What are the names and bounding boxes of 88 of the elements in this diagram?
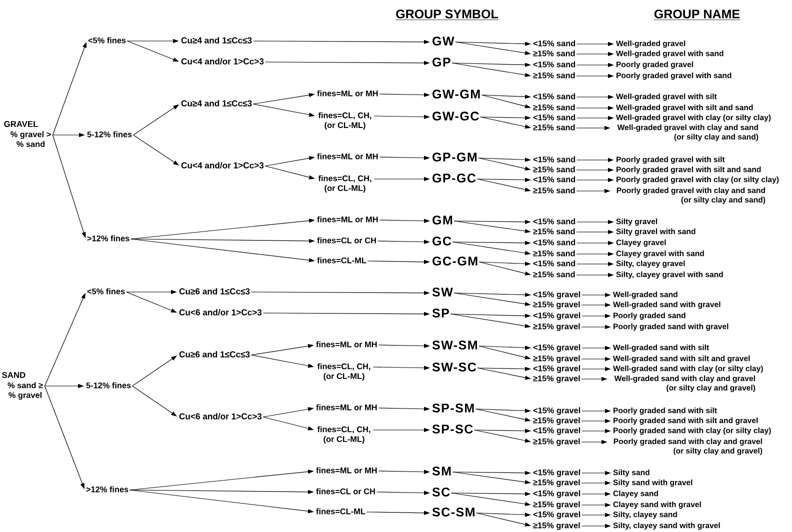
group-symbol: GP-GC [432,174,476,182]
criterion-text: <5% fines [87,288,125,294]
criterion-text: ≥15% gravel [533,417,580,425]
group-symbol: SM [432,466,451,476]
criterion-text: <15% gravel [533,427,580,435]
criterion-text: <15% gravel [533,469,580,477]
criterion-text: Cu<4 and/or 1>Cc>3 [181,162,264,168]
group-symbol: SP [432,308,449,318]
criterion-text: ≥15% gravel [533,438,580,446]
criterion-text: ≥15% gravel [533,501,580,509]
group-symbol: SW [432,288,453,296]
group-symbol: SP-SM [432,404,474,412]
criterion-text: fines=CL, CH, (or CL-ML) [317,426,370,444]
criterion-text: fines=CL, CH, (or CL-ML) [318,112,372,130]
criterion-text: <15% gravel [533,407,580,415]
criterion-text: % sand ≥ % gravel [8,382,43,400]
group-symbol: GW [432,36,454,46]
group-symbol: SW-SC [432,362,476,372]
group-symbol: SP-SC [432,424,473,434]
group-symbol: GW-GM [432,90,480,98]
criterion-text: ≥15% sand [533,124,575,130]
criterion-text: fines=CL-ML [316,508,366,514]
criterion-text: <15% sand [533,156,576,162]
criterion-text: % gravel > % sand [10,131,51,148]
group-symbol: SC-SM [432,508,474,516]
criterion-text: fines=ML or MH [317,153,378,160]
criterion-text: ≥15% gravel [533,323,580,331]
criterion-text: 5-12% fines [87,131,132,138]
criterion-text: fines=ML or MH [316,341,377,348]
criterion-text: ≥15% sand [533,250,575,256]
column-header: GROUP NAME [654,10,740,20]
criterion-text: <15% gravel [533,490,580,498]
criterion-text: fines=CL, CH, (or CL-ML) [318,175,372,193]
criterion-text: Cu<6 and/or 1>Cc>3 [179,309,262,316]
criterion-text: >12% fines [86,486,128,492]
criterion-text: ≥15% gravel [533,479,580,487]
criterion-text: <15% sand [533,61,576,68]
criterion-text: ≥15% gravel [533,301,580,309]
group-symbol: GP [432,58,450,66]
criterion-text: >12% fines [87,235,130,242]
criterion-text: ≥15% sand [533,228,575,234]
column-header: GROUP SYMBOL [395,10,499,20]
criterion-text: <5% fines [88,37,126,44]
criterion-text: <15% gravel [533,344,580,352]
group-symbol: SC [432,488,450,496]
criterion-text: ≥15% gravel [533,522,580,530]
criterion-text: Cu≥6 and 1≤Cc≤3 [179,288,250,294]
group-symbol: GP-GM [432,152,477,162]
criterion-text: ≥15% sand [533,72,575,78]
criterion-text: fines=ML or MH [316,404,377,410]
criterion-text: Cu<4 and/or 1>Cc>3 [181,58,264,64]
criterion-text: <15% sand [533,176,576,182]
group-symbol: GM [432,216,452,224]
group-symbol: SW-SM [432,340,477,350]
criterion-text: <15% gravel [533,312,580,320]
criterion-text: Cu≥4 and 1≤Cc≤3 [181,100,252,106]
criterion-text: <15% sand [533,239,576,246]
criterion-text: ≥15% sand [533,271,575,278]
criterion-text: fines=CL, CH, (or CL-ML) [317,363,370,381]
criterion-text: <15% sand [533,93,576,100]
group-symbol: GW-GC [432,112,479,120]
criterion-text: ≥15% gravel [533,355,580,363]
criterion-text: ≥15% sand [533,166,575,172]
criterion-text: <15% sand [533,40,576,46]
criterion-text: 5-12% fines [86,382,131,388]
criterion-text: ≥15% sand [533,104,575,110]
criterion-text: fines=CL or CH [317,237,376,244]
criterion-text: <15% gravel [533,511,580,519]
criterion-text: fines=ML or MH [317,216,378,222]
criterion-text: ≥15% sand [533,187,575,194]
criterion-text: fines=CL-ML [317,257,366,264]
criterion-text: <15% gravel [533,365,580,373]
criterion-text: <15% sand [533,218,576,224]
criterion-text: Cu≥6 and 1≤Cc≤3 [179,351,250,358]
criterion-text: fines=ML or MH [316,467,377,474]
group-symbol: GC-GM [432,256,478,266]
criterion-text: ≥15% gravel [533,375,580,383]
criterion-text: Cu≥4 and 1≤Cc≤3 [181,37,252,44]
criterion-text: fines=CL or CH [316,488,375,494]
criterion-text: <15% sand [533,114,576,120]
criterion-text: <15% gravel [533,291,580,299]
criterion-text: fines=ML or MH [317,90,378,96]
criterion-text: ≥15% sand [533,50,575,56]
criterion-text: Cu<6 and/or 1>Cc>3 [179,413,262,420]
group-symbol: GC [432,236,452,246]
criterion-text: <15% sand [533,260,576,266]
category-heading: SAND [2,372,26,378]
category-heading: GRAVEL [4,121,38,127]
